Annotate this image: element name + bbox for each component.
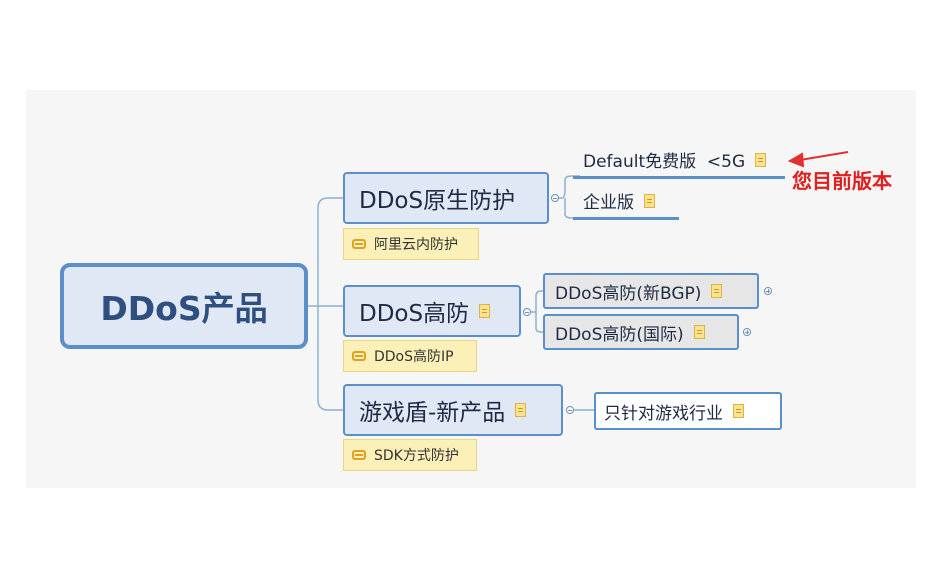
child-default-free[interactable]: Default免费版 <5G [573,143,785,179]
note-icon[interactable] [755,152,767,167]
branch-ddos-high[interactable]: DDoS高防 [343,285,521,337]
collapse-icon[interactable] [551,194,559,202]
tag-text: DDoS高防IP [374,349,454,365]
note-icon[interactable] [479,304,491,318]
child-label: 只针对游戏行业 [604,403,723,424]
tag-text: SDK方式防护 [374,448,459,464]
expand-icon[interactable] [764,287,772,295]
note-icon[interactable] [644,193,655,208]
tag-game-shield: SDK方式防护 [343,439,477,471]
annotation-arrow [799,151,849,161]
note-icon[interactable] [711,284,723,298]
annotation-current-version: 您目前版本 [792,169,892,193]
child-game-industry[interactable]: 只针对游戏行业 [594,392,782,430]
label-icon [352,239,366,249]
child-bgp[interactable]: DDoS高防(新BGP) [543,273,759,309]
collapse-icon[interactable] [566,406,574,414]
tag-ddos-high: DDoS高防IP [343,340,477,372]
child-label: DDoS高防(国际) [555,324,684,345]
child-label: 企业版 [583,193,634,213]
label-icon [352,450,366,460]
expand-icon[interactable] [743,328,751,336]
note-icon[interactable] [733,404,744,418]
tag-text: 阿里云内防护 [374,237,458,253]
branch-label: DDoS原生防护 [359,188,516,214]
tag-native-protection: 阿里云内防护 [343,228,479,260]
child-enterprise[interactable]: 企业版 [573,184,679,220]
root-node[interactable]: DDoS产品 [60,263,308,349]
note-icon[interactable] [515,403,527,417]
branch-label: DDoS高防 [359,301,470,327]
label-icon [352,351,366,361]
child-label: DDoS高防(新BGP) [555,283,702,304]
note-icon[interactable] [693,325,705,339]
branch-game-shield[interactable]: 游戏盾-新产品 [343,384,563,436]
collapse-icon[interactable] [523,308,531,316]
child-international[interactable]: DDoS高防(国际) [543,314,739,350]
root-label: DDoS产品 [100,289,268,328]
branch-label: 游戏盾-新产品 [359,400,506,426]
branch-native-protection[interactable]: DDoS原生防护 [343,172,549,224]
child-label: Default免费版 <5G [583,152,746,172]
